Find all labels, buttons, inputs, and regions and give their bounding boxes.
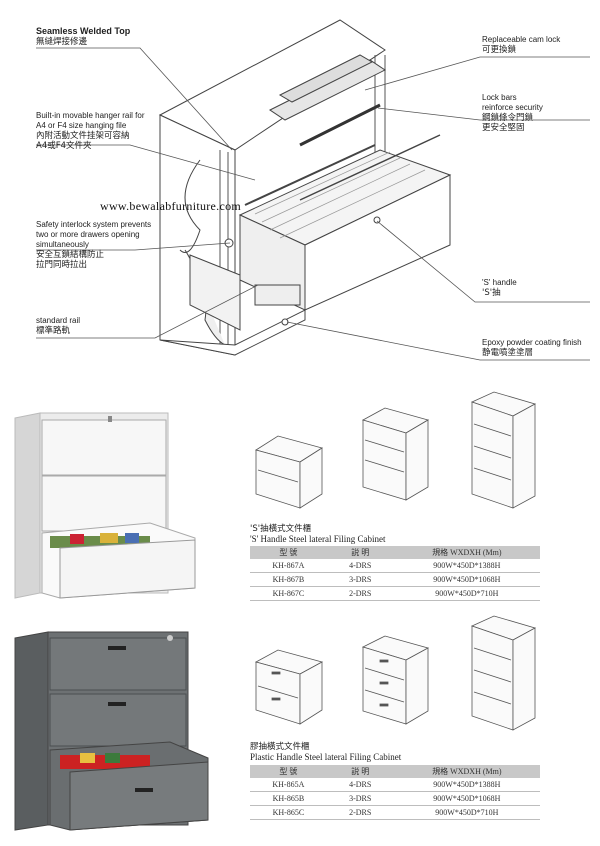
- callout-interlock-zh2: 拉門同時拉出: [36, 260, 88, 270]
- callout-lockbars-en2: reinforce security: [482, 103, 543, 112]
- callout-seamless-zh: 無縫焊接修邊: [36, 37, 88, 47]
- callout-hanger-rail: Built-in movable hanger rail for A4 or F…: [36, 111, 145, 151]
- callout-camlock-en: Replaceable cam lock: [482, 35, 561, 44]
- s-handle-line-drawings: [255, 391, 537, 509]
- callout-cam-lock: Replaceable cam lock 可更換鎖: [482, 35, 560, 55]
- table-cell: KH-865B: [250, 791, 327, 806]
- section1-spec-table: 型 號 説 明 規格 WXDXH (Mm) KH-867A 4-DRS 900W…: [250, 546, 540, 601]
- table-row: KH-867C 2-DRS 900W*450D*710H: [250, 586, 540, 601]
- callout-shandle-zh: 'S'抽: [482, 288, 501, 298]
- table-cell: 3-DRS: [326, 572, 394, 587]
- table-header-row: 型 號 説 明 規格 WXDXH (Mm): [250, 765, 540, 778]
- section2-title-zh: 膠抽橫式文件櫃: [250, 742, 310, 752]
- table-cell: 900W*450D*1068H: [393, 572, 540, 587]
- callout-hanger-zh2: A4或F4文件夾: [36, 141, 92, 151]
- table-row: KH-867B 3-DRS 900W*450D*1068H: [250, 572, 540, 587]
- table-header: 規格 WXDXH (Mm): [393, 546, 540, 559]
- callout-seamless-top: Seamless Welded Top 無縫焊接修邊: [36, 26, 130, 47]
- table-cell: 2-DRS: [326, 586, 394, 601]
- callout-shandle-en: 'S' handle: [482, 278, 517, 287]
- grey-cabinet-photo: [10, 630, 210, 835]
- table-header-row: 型 號 説 明 規格 WXDXH (Mm): [250, 546, 540, 559]
- table-header: 説 明: [326, 765, 394, 778]
- section1-title-en: 'S' Handle Steel lateral Filing Cabinet: [250, 534, 386, 544]
- callout-camlock-zh: 可更換鎖: [482, 45, 517, 55]
- website-url: www.bewalabfurniture.com: [100, 199, 242, 213]
- callout-interlock-en2: two or more drawers opening: [36, 230, 140, 239]
- section1-title-zh: 'S'抽橫式文件櫃: [250, 524, 312, 534]
- table-cell: KH-867B: [250, 572, 327, 587]
- table-cell: 900W*450D*1388H: [393, 778, 540, 792]
- table-cell: KH-865C: [250, 805, 327, 820]
- table-cell: 900W*450D*1388H: [393, 559, 540, 573]
- callout-epoxy-zh: 静電噴塗塗層: [482, 348, 534, 358]
- table-header: 型 號: [250, 765, 327, 778]
- table-cell: 2-DRS: [326, 805, 394, 820]
- callout-interlock-zh1: 安全互鎖結構防止: [36, 250, 105, 260]
- exploded-cabinet-diagram: [36, 19, 590, 361]
- table-cell: KH-867A: [250, 559, 327, 573]
- table-cell: 900W*450D*710H: [393, 586, 540, 601]
- callout-seamless-en: Seamless Welded Top: [36, 26, 131, 36]
- callout-lockbars-zh1: 鋼鎖條令門鎖: [482, 113, 534, 123]
- table-cell: 4-DRS: [326, 778, 394, 792]
- callout-hanger-en1: Built-in movable hanger rail for: [36, 111, 145, 120]
- section2-title: 膠抽橫式文件櫃 Plastic Handle Steel lateral Fil…: [250, 740, 401, 762]
- table-cell: 3-DRS: [326, 791, 394, 806]
- table-header: 規格 WXDXH (Mm): [393, 765, 540, 778]
- table-row: KH-865C 2-DRS 900W*450D*710H: [250, 805, 540, 820]
- callout-lockbars-en1: Lock bars: [482, 93, 517, 102]
- table-cell: KH-865A: [250, 778, 327, 792]
- section2-title-en: Plastic Handle Steel lateral Filing Cabi…: [250, 752, 402, 762]
- table-header: 型 號: [250, 546, 327, 559]
- table-header: 説 明: [326, 546, 394, 559]
- section1-title: 'S'抽橫式文件櫃 'S' Handle Steel lateral Filin…: [250, 522, 385, 544]
- callout-standard-rail: standard rail 標準路軌: [36, 316, 80, 336]
- callout-hanger-en2: A4 or F4 size hanging file: [36, 121, 127, 130]
- callout-rail-zh: 標準路軌: [36, 326, 71, 336]
- callout-interlock-en3: simultaneously: [36, 240, 89, 249]
- table-row: KH-867A 4-DRS 900W*450D*1388H: [250, 559, 540, 573]
- callout-epoxy: Epoxy powder coating finish 静電噴塗塗層: [482, 338, 582, 358]
- table-cell: 4-DRS: [326, 559, 394, 573]
- callout-lock-bars: Lock bars reinforce security 鋼鎖條令門鎖 更安全堅…: [482, 93, 543, 133]
- table-cell: 900W*450D*1068H: [393, 791, 540, 806]
- table-row: KH-865A 4-DRS 900W*450D*1388H: [250, 778, 540, 792]
- plastic-handle-line-drawings: [254, 615, 537, 731]
- callout-epoxy-en: Epoxy powder coating finish: [482, 338, 582, 347]
- callout-rail-en: standard rail: [36, 316, 81, 325]
- table-cell: KH-867C: [250, 586, 327, 601]
- table-row: KH-865B 3-DRS 900W*450D*1068H: [250, 791, 540, 806]
- callout-hanger-zh1: 內附活動文件挂架可容納: [36, 131, 130, 141]
- white-cabinet-photo: [10, 408, 200, 603]
- table-cell: 900W*450D*710H: [393, 805, 540, 820]
- callout-lockbars-zh2: 更安全堅固: [482, 123, 525, 133]
- callout-interlock: Safety interlock system prevents two or …: [36, 220, 151, 270]
- callout-s-handle: 'S' handle 'S'抽: [482, 278, 517, 298]
- callout-interlock-en1: Safety interlock system prevents: [36, 220, 152, 229]
- section2-spec-table: 型 號 説 明 規格 WXDXH (Mm) KH-865A 4-DRS 900W…: [250, 765, 540, 820]
